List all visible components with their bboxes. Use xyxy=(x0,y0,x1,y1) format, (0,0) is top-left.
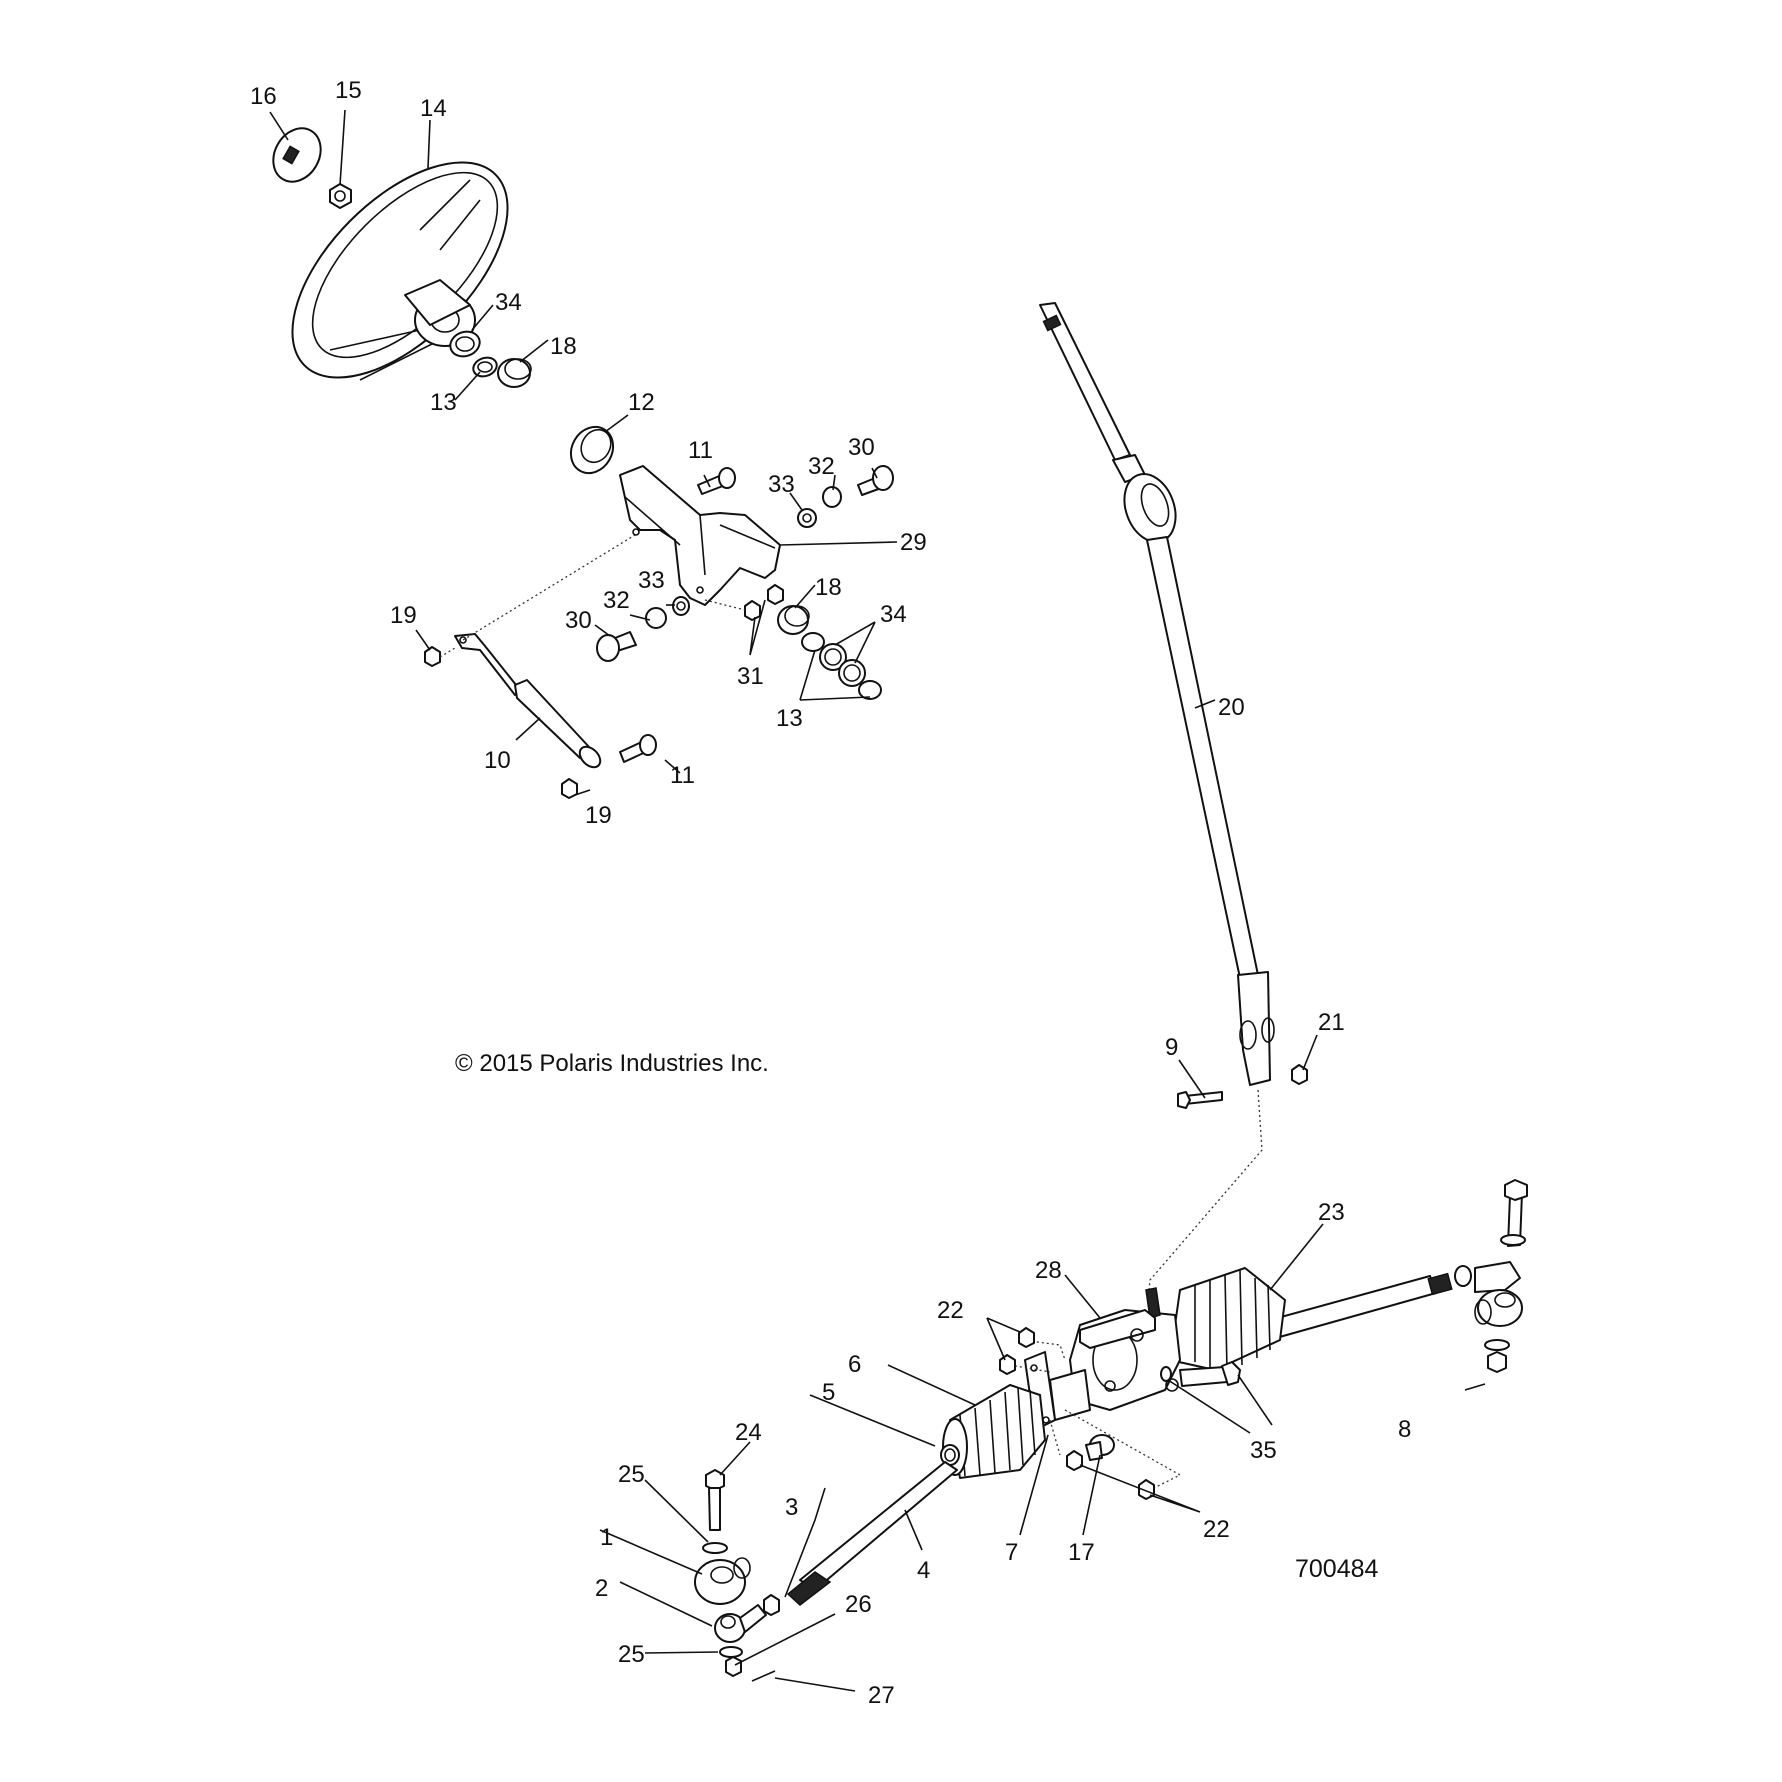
seal-lower xyxy=(838,659,866,687)
pivot-bushing-lower xyxy=(645,607,667,629)
callout-labels: 16 15 14 34 18 13 12 11 33 32 30 29 33 3… xyxy=(250,77,1411,1709)
u-joint-nut xyxy=(1291,1064,1308,1085)
callout-14: 14 xyxy=(420,95,447,122)
callout-6: 6 xyxy=(848,1351,861,1378)
steering-wheel xyxy=(291,161,509,381)
bracket-nut xyxy=(744,600,761,621)
callout-22-lower: 22 xyxy=(1203,1516,1230,1543)
rack-washer xyxy=(1160,1366,1172,1382)
callout-11-upper: 11 xyxy=(688,437,713,464)
seal-upper xyxy=(449,330,481,358)
washer-lower xyxy=(801,632,825,652)
callout-22-upper: 22 xyxy=(937,1297,964,1324)
callout-31: 31 xyxy=(737,663,764,690)
callout-13-upper: 13 xyxy=(430,389,457,416)
steering-rack xyxy=(940,1267,1453,1479)
callout-16: 16 xyxy=(250,83,277,110)
castle-nut xyxy=(725,1656,742,1677)
callout-12: 12 xyxy=(628,389,655,416)
callout-13-lower: 13 xyxy=(776,705,803,732)
pivot-bushing-upper xyxy=(822,486,842,508)
callout-18-lower: 18 xyxy=(815,574,842,601)
strut-pivot-bolt-lower xyxy=(619,734,657,763)
rack-nut xyxy=(1066,1450,1083,1471)
steering-shaft xyxy=(1039,302,1275,1086)
strut-nut-upper xyxy=(424,646,441,667)
pivot-bolt-lower xyxy=(596,631,637,662)
callout-23: 23 xyxy=(1318,1199,1345,1226)
pivot-bolt-upper xyxy=(857,465,894,496)
pivot-washer-upper xyxy=(797,508,817,528)
callout-30-lower: 30 xyxy=(565,607,592,634)
callout-4: 4 xyxy=(917,1557,930,1584)
callout-5: 5 xyxy=(822,1379,835,1406)
rack-nut xyxy=(1018,1327,1035,1348)
callout-33-upper: 33 xyxy=(768,471,795,498)
callout-28: 28 xyxy=(1035,1257,1062,1284)
callout-20: 20 xyxy=(1218,694,1245,721)
callout-11-lower: 11 xyxy=(670,762,695,789)
callout-32-lower: 32 xyxy=(603,587,630,614)
cotter-pin xyxy=(751,1670,776,1682)
callout-34-lower: 34 xyxy=(880,601,907,628)
callout-34-upper: 34 xyxy=(495,289,522,316)
callout-2: 2 xyxy=(595,1575,608,1602)
callout-33-lower: 33 xyxy=(638,567,665,594)
leader-lines xyxy=(269,109,1324,1692)
pivot-washer-lower xyxy=(672,596,690,616)
bushing-upper xyxy=(497,358,532,388)
tie-rod-end-bushing xyxy=(694,1557,751,1605)
callout-26: 26 xyxy=(845,1591,872,1618)
spindle-washer-upper xyxy=(702,1542,728,1554)
callout-18-upper: 18 xyxy=(550,333,577,360)
steering-column-bracket xyxy=(619,465,781,606)
rack-nut xyxy=(999,1354,1016,1375)
callout-1: 1 xyxy=(600,1524,613,1551)
seal-lower xyxy=(819,643,847,671)
callout-30-upper: 30 xyxy=(848,434,875,461)
center-cap xyxy=(272,127,322,183)
gas-strut xyxy=(454,633,602,769)
strut-pivot-bolt-upper xyxy=(697,467,736,495)
callout-7: 7 xyxy=(1005,1539,1018,1566)
callout-19-upper: 19 xyxy=(390,602,417,629)
rack-nut xyxy=(1138,1479,1155,1500)
callout-25-upper: 25 xyxy=(618,1461,645,1488)
spindle-washer-lower xyxy=(719,1646,743,1658)
bracket-nut xyxy=(767,584,784,605)
callout-10: 10 xyxy=(484,747,511,774)
callout-19-lower: 19 xyxy=(585,802,612,829)
right-tie-rod-end-assembly xyxy=(1454,1179,1528,1391)
washer-upper xyxy=(472,356,498,378)
callout-17: 17 xyxy=(1068,1539,1095,1566)
tie-rod xyxy=(786,1461,958,1606)
spindle-bolt xyxy=(705,1469,725,1531)
jam-nut xyxy=(763,1594,780,1616)
u-joint-bolt xyxy=(1177,1091,1223,1109)
callout-24: 24 xyxy=(735,1419,762,1446)
steering-wheel-nut xyxy=(329,183,352,209)
bushing-lower xyxy=(777,605,810,635)
callout-25-lower: 25 xyxy=(618,1641,645,1668)
rack-mount-bolt-short xyxy=(1085,1434,1115,1461)
callout-15: 15 xyxy=(335,77,362,104)
tie-rod-end xyxy=(714,1604,767,1643)
strut-nut-lower xyxy=(561,778,578,799)
bearing xyxy=(569,425,615,475)
callout-27: 27 xyxy=(868,1682,895,1709)
copyright-notice: © 2015 Polaris Industries Inc. xyxy=(455,1050,769,1077)
drawing-number: 700484 xyxy=(1295,1555,1379,1583)
callout-8: 8 xyxy=(1398,1416,1411,1443)
rack-mount-bolt xyxy=(1179,1361,1241,1387)
callout-21: 21 xyxy=(1318,1009,1345,1036)
callout-35: 35 xyxy=(1250,1437,1277,1464)
callout-3: 3 xyxy=(785,1494,798,1521)
callout-29: 29 xyxy=(900,529,927,556)
callout-32-upper: 32 xyxy=(808,453,835,480)
washer-lower xyxy=(858,680,882,700)
callout-9: 9 xyxy=(1165,1034,1178,1061)
